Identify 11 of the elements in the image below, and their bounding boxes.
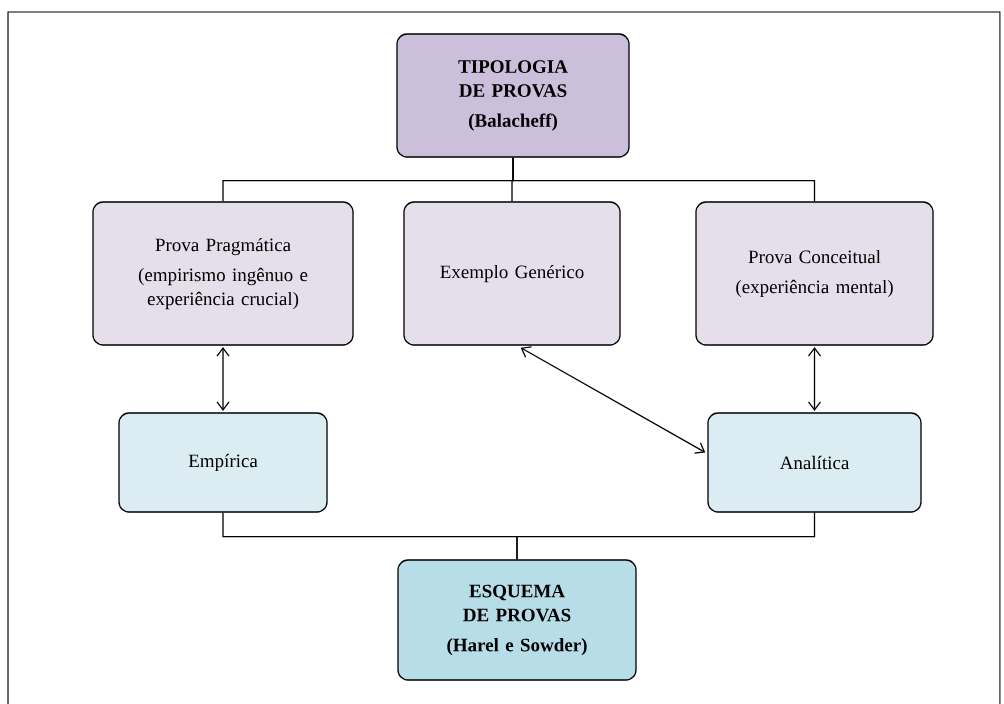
connector-line: [516, 512, 816, 560]
heading-box: TIPOLOGIA DE PROVAS (Balacheff): [396, 33, 630, 158]
category-box: Prova Conceitual (experiência mental): [695, 201, 934, 346]
connector-line: [512, 157, 816, 202]
arrow: [216, 347, 230, 411]
category-box: Empírica: [118, 412, 328, 513]
category-box: Exemplo Genérico: [403, 201, 621, 346]
category-box: Prova Pragmática (empirismo ingênuo e experiência crucial): [92, 201, 354, 346]
heading-box: ESQUEMA DE PROVAS (Harel e Sowder): [397, 559, 637, 681]
arrow: [807, 347, 822, 411]
category-box: Analítica: [707, 412, 922, 513]
